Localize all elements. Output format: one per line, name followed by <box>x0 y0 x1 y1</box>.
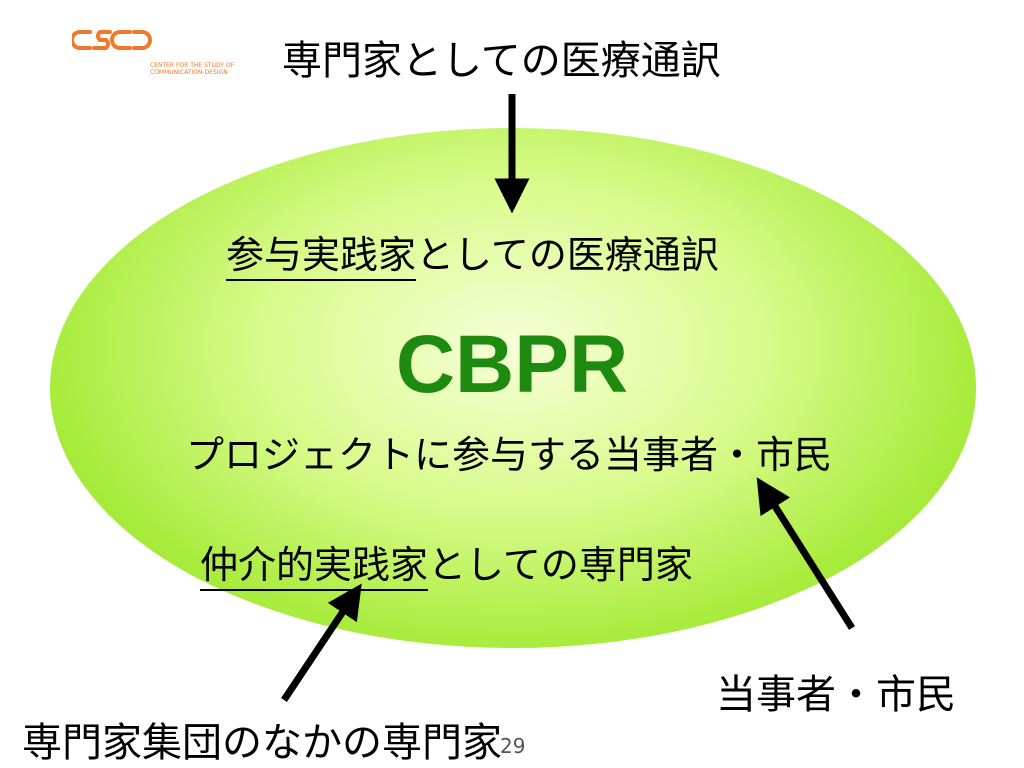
ellipse-line-3: 仲介的実践家としての専門家 <box>200 534 693 591</box>
page-number: 29 <box>500 734 526 758</box>
cscd-logo-icon <box>70 30 152 50</box>
line1-underlined: 参与実践家 <box>226 233 417 281</box>
line3-rest: としての専門家 <box>428 543 693 587</box>
bottom-right-label: 当事者・市民 <box>716 672 956 718</box>
line3-underlined: 仲介的実践家 <box>200 543 429 591</box>
line1-rest: としての医療通訳 <box>416 233 719 277</box>
ellipse-line-1: 参与実践家としての医療通訳 <box>226 224 719 281</box>
ellipse-line-2: プロジェクトに参与する当事者・市民 <box>186 433 833 477</box>
bottom-left-label: 専門家集団のなかの専門家 <box>22 720 502 766</box>
cscd-logo: CENTER FOR THE STUDY OF COMMUNICATION-DE… <box>70 26 234 84</box>
cbpr-title: CBPR <box>395 319 629 410</box>
logo-subtitle: CENTER FOR THE STUDY OF COMMUNICATION-DE… <box>150 62 235 76</box>
top-label: 専門家としての医療通訳 <box>282 38 721 84</box>
